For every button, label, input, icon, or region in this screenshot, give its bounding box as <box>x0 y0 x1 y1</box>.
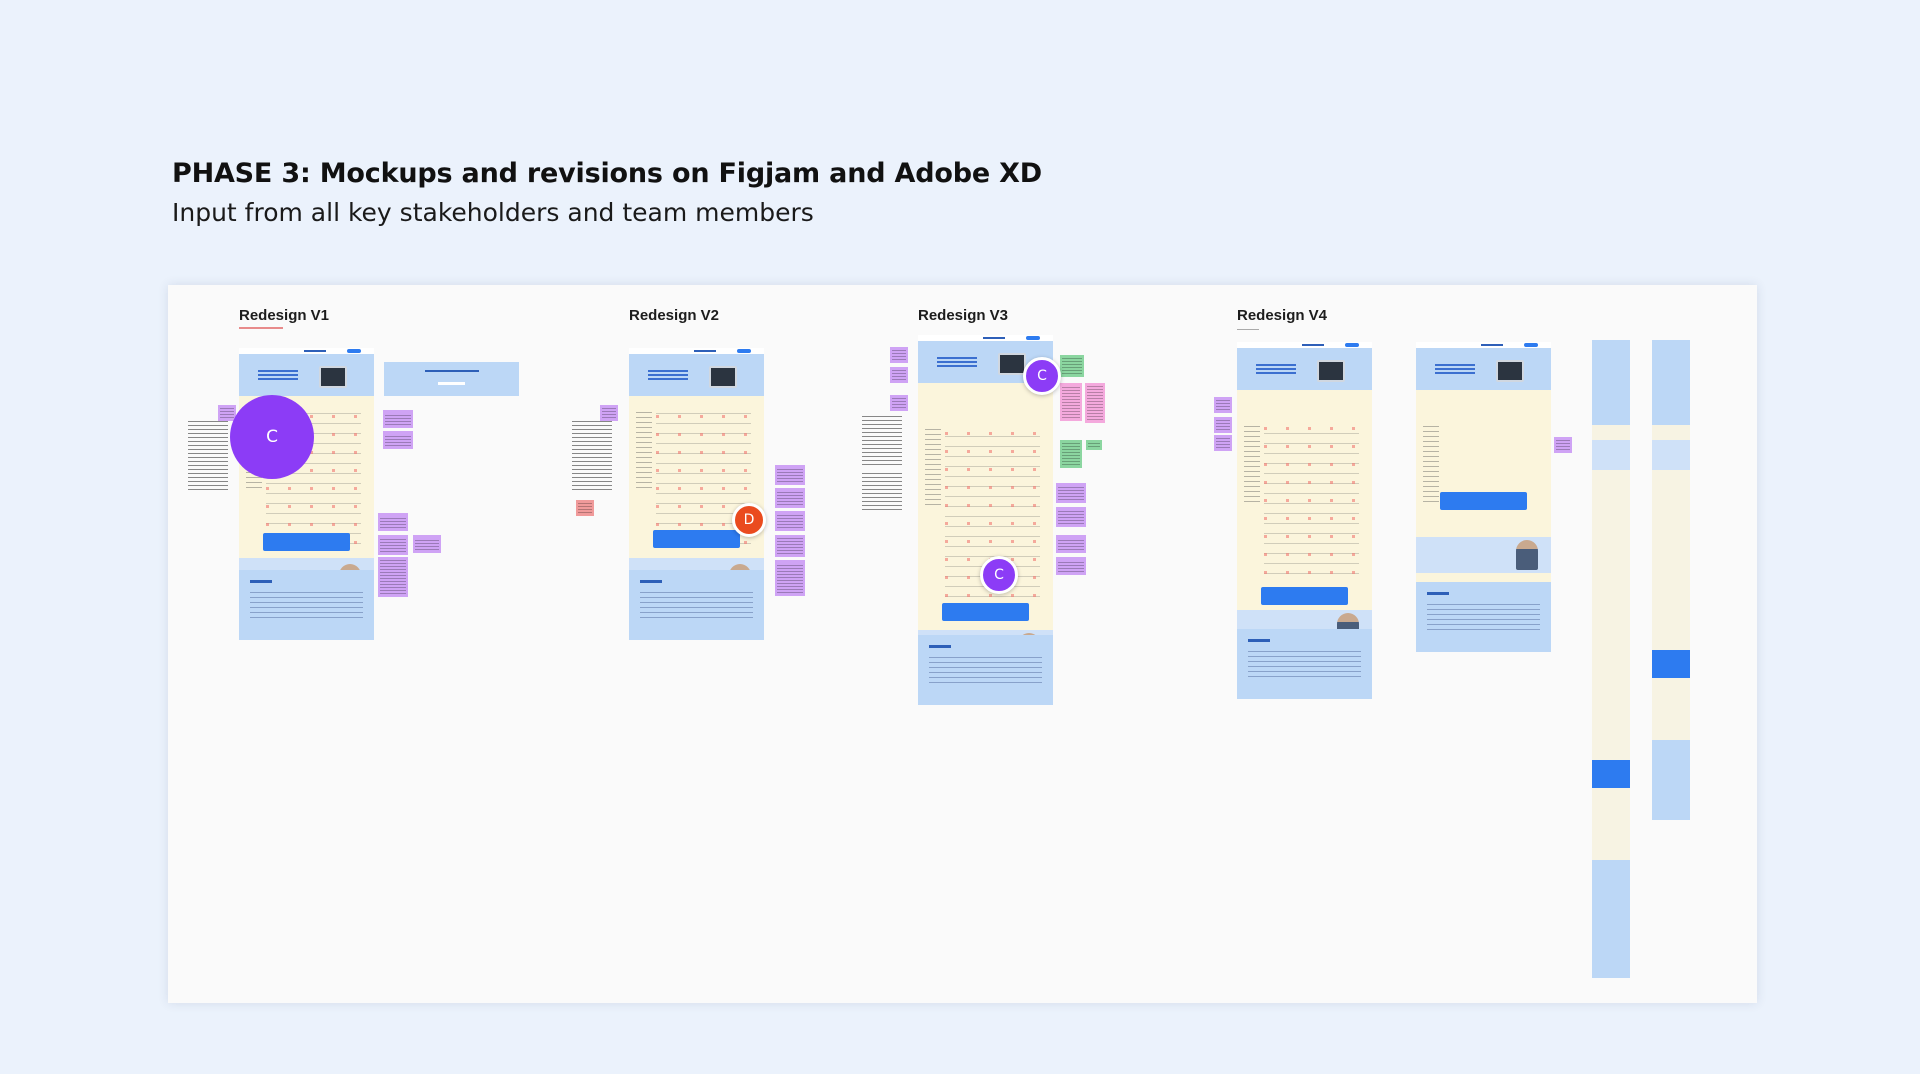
sticky-note[interactable] <box>1085 383 1105 423</box>
sticky-note[interactable] <box>775 465 805 485</box>
sticky-note[interactable] <box>378 557 408 597</box>
frame-title-v3: Redesign V3 <box>918 307 1009 324</box>
hero-variant-v1 <box>384 362 519 396</box>
mockup-v4a[interactable] <box>1237 342 1372 699</box>
collaborator-cursor-c: C <box>1023 357 1061 395</box>
mockup-v4b[interactable] <box>1416 342 1551 652</box>
sticky-note[interactable] <box>413 535 441 553</box>
sticky-note[interactable] <box>1056 557 1086 575</box>
sticky-note[interactable] <box>775 535 805 557</box>
mockup-v2[interactable] <box>629 348 764 640</box>
sticky-note[interactable] <box>890 395 908 411</box>
sticky-note[interactable] <box>576 500 594 516</box>
collaborator-cursor-c: C <box>230 395 314 479</box>
sticky-note[interactable] <box>378 513 408 531</box>
sticky-note[interactable] <box>775 560 805 596</box>
sticky-note[interactable] <box>383 410 413 428</box>
sticky-note[interactable] <box>1214 397 1232 413</box>
sticky-note[interactable] <box>1060 440 1082 468</box>
sticky-note[interactable] <box>218 405 236 421</box>
sticky-note[interactable] <box>1056 535 1086 553</box>
frame-subtitle-v1 <box>239 327 283 329</box>
sticky-note[interactable] <box>1086 440 1102 450</box>
mockup-v3[interactable] <box>918 335 1053 705</box>
sticky-note[interactable] <box>383 431 413 449</box>
sticky-note[interactable] <box>775 511 805 531</box>
sticky-note[interactable] <box>775 488 805 508</box>
mobile-mockup-1[interactable] <box>1592 340 1630 978</box>
frame-title-v4: Redesign V4 <box>1237 307 1328 324</box>
mockup-v1[interactable] <box>239 348 374 640</box>
mobile-mockup-2[interactable] <box>1652 340 1690 820</box>
notes-text-v1 <box>188 420 228 490</box>
page-subtitle: Input from all key stakeholders and team… <box>172 198 814 227</box>
sticky-note[interactable] <box>600 405 618 421</box>
sticky-note[interactable] <box>378 535 408 555</box>
sticky-note[interactable] <box>1554 437 1572 453</box>
collaborator-cursor-c: C <box>980 556 1018 594</box>
notes-text-v2 <box>572 420 612 490</box>
sticky-note[interactable] <box>890 367 908 383</box>
frame-subtitle-v4 <box>1237 329 1259 330</box>
notes-text-v3b <box>862 470 902 510</box>
notes-text-v3 <box>862 415 902 465</box>
page-title: PHASE 3: Mockups and revisions on Figjam… <box>172 158 1042 189</box>
sticky-note[interactable] <box>1060 355 1084 377</box>
sticky-note[interactable] <box>1214 417 1232 433</box>
sticky-note[interactable] <box>1060 383 1082 421</box>
sticky-note[interactable] <box>1056 483 1086 503</box>
frame-title-v1: Redesign V1 <box>239 307 330 324</box>
collaborator-cursor-d: D <box>732 503 766 537</box>
sticky-note[interactable] <box>890 347 908 363</box>
figjam-board[interactable]: Redesign V1 C Redesign V2 D Redesign V3 <box>168 285 1757 1003</box>
sticky-note[interactable] <box>1056 507 1086 527</box>
frame-title-v2: Redesign V2 <box>629 307 720 324</box>
sticky-note[interactable] <box>1214 435 1232 451</box>
